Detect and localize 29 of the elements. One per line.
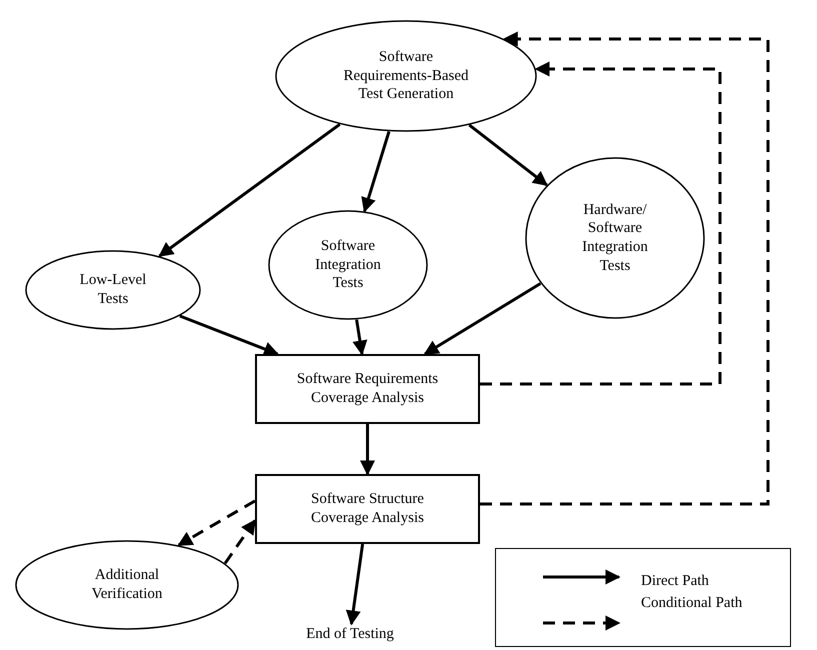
ellipse-node	[268, 210, 428, 320]
node-label: Low-Level Tests	[78, 271, 148, 309]
node-label: Hardware/ Software Integration Tests	[581, 200, 649, 276]
arrow	[352, 319, 368, 356]
process-box	[255, 354, 480, 424]
arrow	[179, 314, 279, 356]
arrow	[424, 282, 542, 356]
ellipse-node	[275, 20, 537, 132]
arrow	[360, 424, 375, 476]
legend-label: Conditional Path	[641, 596, 742, 611]
legend-label: Direct Path	[641, 574, 709, 589]
process-box	[255, 474, 480, 544]
dashed-arrow	[480, 62, 722, 386]
ellipse-node	[525, 157, 705, 319]
arrow	[468, 124, 548, 186]
node-label: Software Requirements Coverage Analysis	[296, 370, 440, 408]
dashed-arrow	[480, 32, 770, 506]
end-label: End of Testing	[305, 624, 395, 644]
arrow	[361, 131, 390, 213]
node-label: Software Integration Tests	[314, 236, 382, 294]
node-label: Software Requirements-Based Test Generation	[342, 48, 470, 104]
node-label: Software Structure Coverage Analysis	[310, 490, 425, 528]
arrow	[346, 544, 364, 626]
dashed-arrow	[224, 519, 256, 564]
arrow	[158, 123, 341, 258]
dashed-arrow	[177, 500, 256, 546]
ellipse-node	[15, 540, 239, 630]
node-label: Additional Verification	[90, 566, 164, 604]
ellipse-node	[25, 250, 201, 330]
